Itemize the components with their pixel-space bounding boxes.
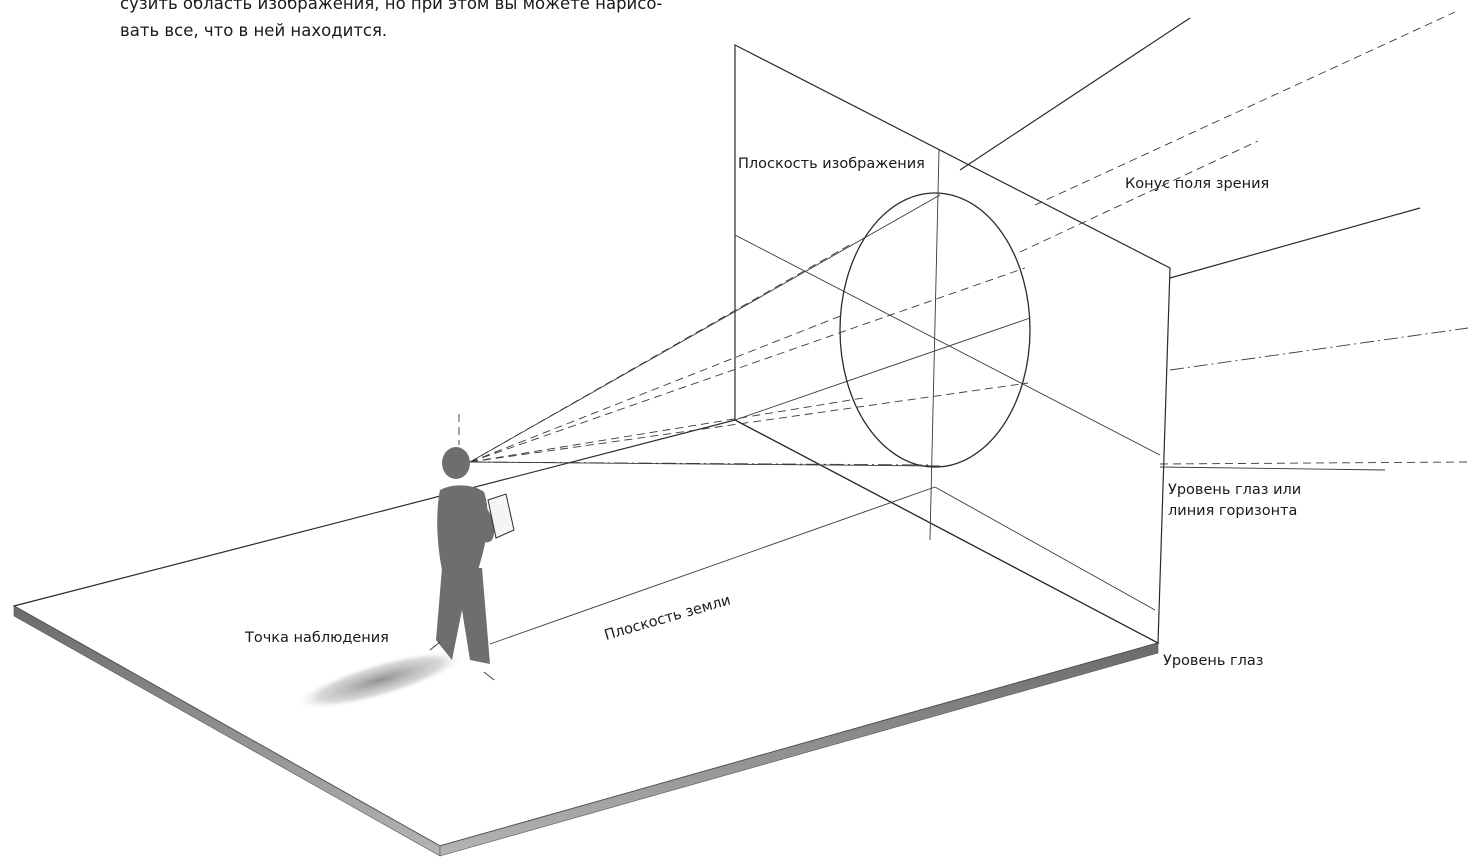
picture-plane-vertical-axis [930, 150, 939, 540]
ground-platform [14, 420, 1158, 856]
cone-lines [470, 195, 1028, 466]
ground-top-face [14, 420, 1158, 846]
picture-plane-horizontal-axis [735, 235, 1160, 455]
observer-head [442, 447, 470, 479]
label-cone-of-vision: Конус поля зрения [1125, 176, 1269, 192]
sight-lines-beyond [960, 12, 1468, 470]
label-eye-level-horizon-line-2: линия горизонта [1168, 503, 1297, 519]
label-eye-level: Уровень глаз [1163, 653, 1264, 669]
label-eye-level-horizon-line-1: Уровень глаз или [1168, 482, 1301, 498]
picture-plane-cross-axis [735, 318, 1030, 420]
label-station-point: Точка наблюдения [244, 630, 389, 646]
label-picture-plane: Плоскость изображения [738, 156, 925, 172]
